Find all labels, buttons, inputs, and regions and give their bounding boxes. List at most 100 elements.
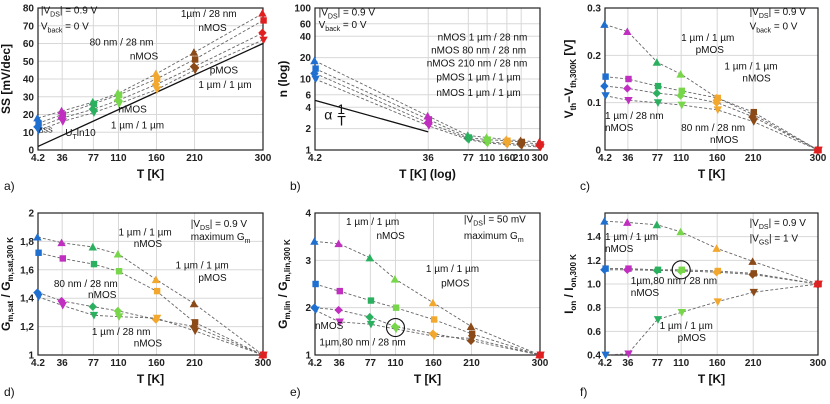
data-point bbox=[624, 350, 633, 359]
x-tick-label: 77 bbox=[88, 358, 100, 369]
annotation: nMOS bbox=[710, 135, 739, 146]
annotation: pMOS bbox=[678, 333, 707, 344]
x-tick-label: 160 bbox=[709, 358, 726, 369]
y-tick-label: 4 bbox=[305, 209, 311, 220]
y-axis-label: SS [mV/dec] bbox=[0, 44, 13, 114]
x-tick-label: 300 bbox=[810, 358, 827, 369]
data-point bbox=[676, 227, 685, 236]
annotation: nMOS bbox=[605, 123, 634, 134]
data-point bbox=[424, 122, 434, 130]
data-point bbox=[115, 268, 123, 275]
data-point bbox=[152, 86, 162, 94]
x-tick-label: 36 bbox=[622, 358, 634, 369]
annotation: pMOS bbox=[198, 273, 227, 284]
data-point bbox=[517, 142, 526, 150]
plot-frame bbox=[37, 212, 264, 356]
y-tick-label: 50 bbox=[23, 57, 35, 68]
data-point bbox=[653, 316, 663, 324]
x-tick-label: 300 bbox=[810, 153, 827, 164]
x-axis-label: T [K] bbox=[414, 372, 441, 386]
data-point bbox=[34, 127, 43, 135]
plot-frame bbox=[37, 7, 264, 151]
annotation: maximum Gm bbox=[191, 232, 251, 245]
data-point bbox=[503, 141, 512, 149]
data-point bbox=[310, 56, 319, 65]
y-tick-label: 2 bbox=[305, 303, 311, 314]
y-tick-label: 1.0 bbox=[587, 280, 601, 291]
data-point bbox=[391, 325, 401, 334]
data-point bbox=[113, 249, 123, 258]
x-tick-label: 110 bbox=[110, 153, 127, 164]
annotation: nMOS 1 µm / 28 nm bbox=[438, 32, 528, 43]
data-point bbox=[311, 306, 320, 315]
data-point bbox=[750, 108, 757, 116]
annotation: |VDS| = 0.9 V bbox=[750, 7, 807, 20]
data-point bbox=[712, 98, 721, 107]
data-point bbox=[33, 232, 42, 241]
y-tick-label: 0.3 bbox=[587, 4, 601, 15]
data-point bbox=[714, 94, 721, 102]
data-point bbox=[536, 143, 545, 152]
y-tick-label: 100 bbox=[294, 4, 311, 15]
annotation: 1 µm / 1 µm bbox=[118, 228, 171, 239]
annotation: nMOS bbox=[130, 51, 159, 62]
data-point bbox=[623, 218, 632, 226]
x-tick-label: 210 bbox=[463, 358, 480, 369]
data-point bbox=[88, 242, 97, 251]
annotation: nMOS bbox=[134, 239, 163, 250]
annotation: 1µm,80 nm / 28 nm bbox=[319, 338, 405, 349]
x-tick-label: 4.2 bbox=[598, 358, 612, 369]
annotation: 1 µm / 28 nm bbox=[605, 111, 664, 122]
x-tick-label: 210 bbox=[745, 153, 762, 164]
x-tick-label: 36 bbox=[622, 153, 634, 164]
annotation: 1µm,80 nm / 28 nm bbox=[631, 276, 717, 287]
data-point bbox=[713, 298, 722, 306]
y-axis-label: Gm,lin / Gm,lin,300 K bbox=[276, 239, 292, 329]
data-point bbox=[625, 75, 632, 83]
annotation: 1 bbox=[337, 101, 345, 117]
annotation: pMOS bbox=[441, 278, 470, 289]
annotation: 1 µm / 1 µm bbox=[681, 33, 734, 44]
x-tick-label: 210 bbox=[745, 358, 762, 369]
annotation: nMOS bbox=[118, 105, 147, 116]
y-tick-label: 0 bbox=[595, 146, 601, 157]
data-point bbox=[34, 293, 43, 301]
data-point bbox=[367, 297, 375, 304]
data-point bbox=[749, 288, 758, 297]
data-point bbox=[600, 20, 609, 28]
y-tick-label: 0.6 bbox=[587, 327, 601, 338]
data-point bbox=[748, 257, 757, 265]
y-tick-label: 10 bbox=[23, 128, 35, 139]
data-point bbox=[652, 58, 662, 66]
data-point bbox=[190, 66, 200, 75]
data-point bbox=[151, 69, 161, 78]
x-tick-label: 4.2 bbox=[308, 153, 322, 164]
annotation: |VDS| = 50 mV bbox=[464, 214, 526, 227]
y-tick-label: 10 bbox=[300, 75, 312, 86]
data-point bbox=[89, 109, 99, 117]
data-point bbox=[392, 304, 400, 311]
data-point bbox=[425, 116, 433, 123]
data-point bbox=[464, 136, 474, 144]
data-point bbox=[189, 48, 199, 56]
x-tick-label: 160 bbox=[709, 153, 726, 164]
x-tick-label: 77 bbox=[652, 153, 664, 164]
annotation: nMOS bbox=[198, 23, 227, 34]
y-tick-label: 0.4 bbox=[587, 351, 601, 362]
data-point bbox=[600, 81, 609, 91]
y-tick-label: 6 bbox=[305, 90, 311, 101]
y-axis-label: Vth−Vth,300K [V] bbox=[562, 40, 578, 119]
data-point bbox=[600, 217, 609, 225]
y-tick-label: 1,2 bbox=[20, 322, 34, 333]
annotation: 1 µm / 1 µm bbox=[605, 232, 658, 243]
x-tick-label: 77 bbox=[365, 358, 377, 369]
data-point bbox=[654, 82, 662, 90]
annotation: Vback = 0 V bbox=[41, 21, 89, 34]
annotation: |VDS| = 0.9 V bbox=[750, 218, 807, 231]
x-axis-label: T [K] bbox=[137, 167, 164, 181]
data-point bbox=[712, 267, 721, 277]
data-point bbox=[676, 70, 685, 78]
data-point bbox=[58, 118, 67, 126]
annotation: |VDS| = 0.9 V bbox=[41, 5, 98, 18]
data-point bbox=[814, 146, 823, 155]
